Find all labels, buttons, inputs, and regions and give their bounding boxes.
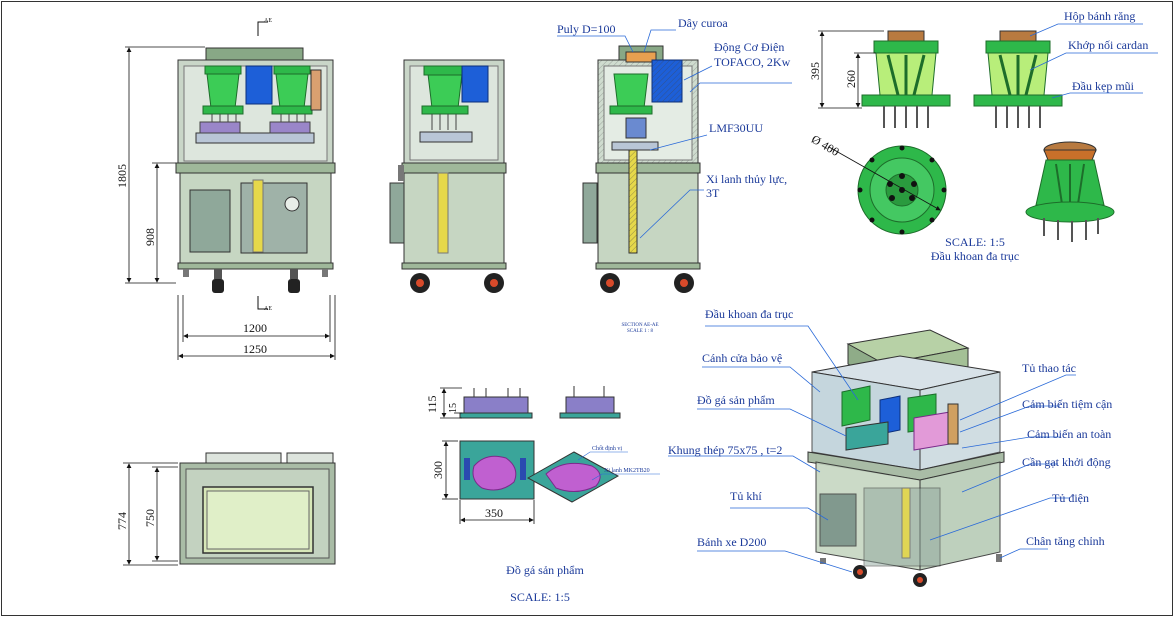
label-motor-line2: TOFACO, 2Kw [714,55,791,69]
callout-guard-door: Cánh cửa bảo vệ [702,351,783,365]
top-cover [205,47,304,61]
section-view [557,29,792,293]
dim-fixture-width: 350 [485,506,503,520]
side-view [389,59,507,293]
label-cardan-joint: Khớp nối cardan [1068,38,1149,52]
label-cylinder-line2: 3T [706,186,720,200]
iso-view [668,325,1076,587]
callout-electric-cabinet: Tủ điện [1052,491,1089,505]
dim-head-height-lower: 260 [844,70,858,88]
dim-fixture-h2: 15 [448,403,459,413]
head-caption-title: Đầu khoan đa trục [930,249,1020,263]
section-caption-line1: SECTION AE-AE [621,323,659,328]
label-motor-line1: Động Cơ Điện [714,40,785,54]
callout-control-panel: Tủ thao tác [1022,361,1076,375]
label-chuck: Đầu kẹp mũi [1072,79,1134,93]
callout-leveling-foot: Chân tăng chỉnh [1026,534,1105,548]
label-pulley: Puly D=100 [557,22,616,36]
callout-wheel: Bánh xe D200 [697,535,767,549]
left-drill-head [202,65,244,130]
front-wheels [183,269,328,293]
callout-frame: Khung thép 75x75 , t=2 [668,443,783,457]
label-clamp-cylinder: Xi lanh MK2TB20 [604,468,650,474]
section-mark-bottom: AE [264,306,272,312]
callout-start-lever: Cần gạt khởi động [1022,455,1111,469]
callout-proximity-sensor: Cảm biến tiệm cận [1022,397,1113,411]
label-cylinder-line1: Xi lanh thủy lực, [706,172,788,186]
callout-safety-sensor: Cảm biến an toàn [1027,427,1112,441]
callout-fixture: Đồ gá sản phẩm [697,393,775,407]
fixture-plate [195,132,315,144]
motor [245,65,273,105]
electric-cabinet [240,182,308,254]
label-gear-box: Hộp bánh răng [1064,9,1136,23]
table-top [175,162,336,174]
multi-spindle-head-views [818,23,1158,242]
dim-fixture-height: 300 [431,461,445,479]
head-caption-scale: SCALE: 1:5 [945,235,1005,249]
label-locating-pin: Chốt định vị [592,446,623,452]
dim-head-height-total: 395 [808,62,822,80]
iso-air-cabinet [819,493,857,547]
fixture-caption-title: Đồ gá sản phẩm [506,563,584,577]
top-view [123,452,336,566]
air-cabinet [189,189,231,253]
label-guide: LMF30UU [709,121,764,135]
dim-depth-inner: 750 [143,509,157,527]
dim-width-inner: 1200 [243,321,267,335]
dim-width-outer: 1250 [243,342,267,356]
dim-height-total: 1805 [115,164,129,188]
callout-drill-head: Đầu khoan đa trục [705,307,794,321]
section-caption-line2: SCALE 1 : 8 [627,329,653,334]
section-mark-top: AE [264,18,272,24]
dim-height-lower: 908 [143,228,157,246]
callout-air-cabinet: Tủ khí [730,489,762,503]
label-belt: Dây curoa [678,16,728,30]
dim-depth-outer: 774 [115,512,129,530]
fixture-caption-scale: SCALE: 1:5 [510,590,570,604]
dim-fixture-h1: 115 [425,395,439,413]
fixture-views [440,386,660,524]
front-view [125,21,336,360]
